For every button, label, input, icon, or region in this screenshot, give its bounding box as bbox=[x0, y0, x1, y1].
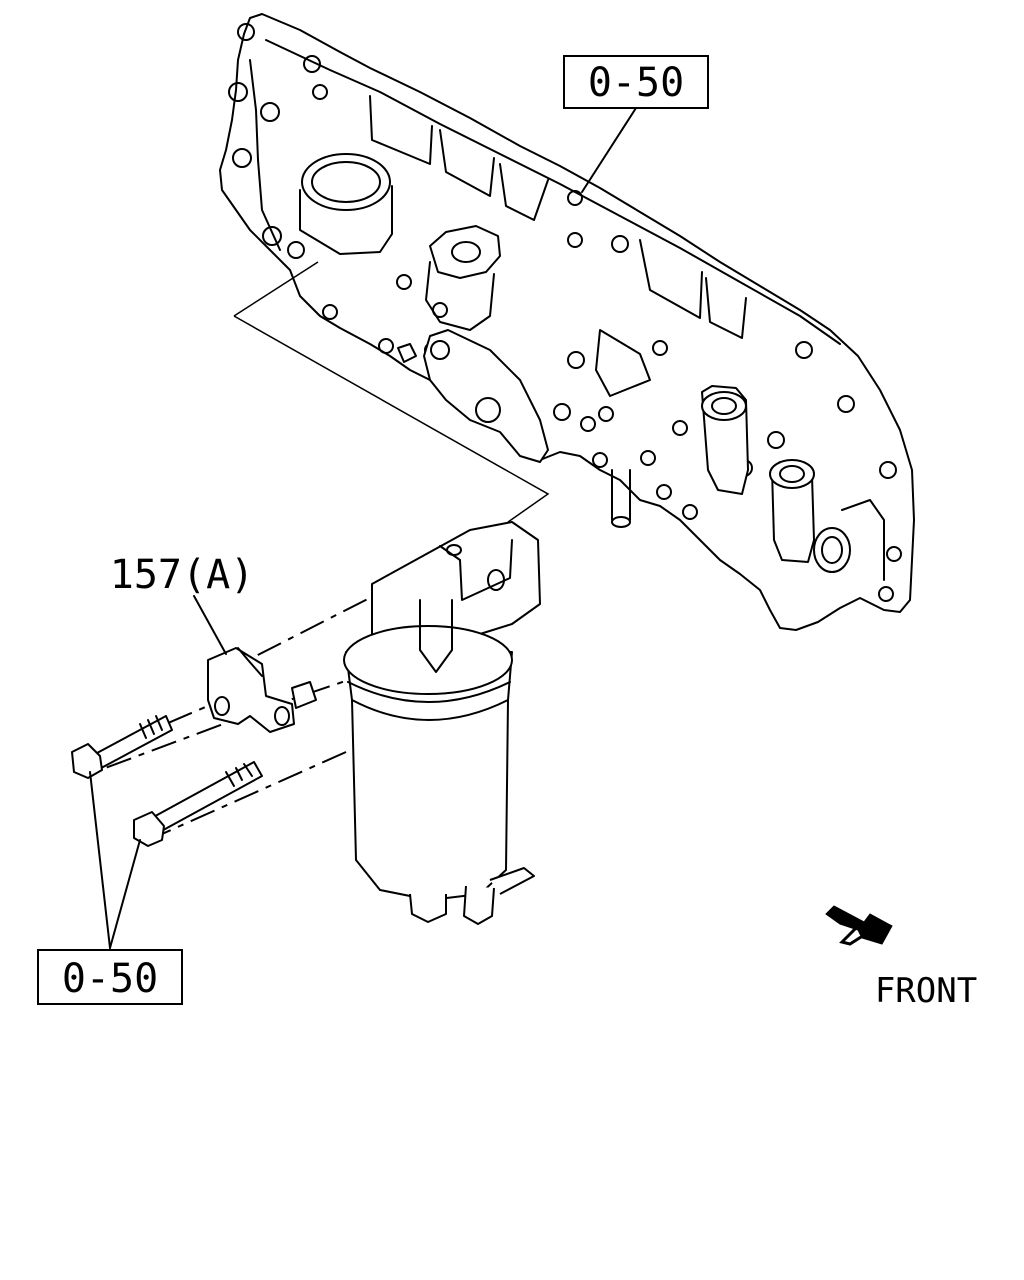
bolt-upper bbox=[71, 715, 173, 779]
top-callout-label: 0-50 bbox=[588, 60, 684, 106]
bracket-callout-label: 157(A) bbox=[110, 552, 255, 598]
bracket-157a: 157(A) bbox=[110, 552, 317, 733]
engine-block bbox=[219, 13, 915, 631]
top-callout: 0-50 bbox=[563, 55, 709, 193]
front-arrow-icon bbox=[825, 905, 893, 945]
front-indicator: FRONT bbox=[825, 905, 977, 1011]
bottom-callout-label: 0-50 bbox=[62, 956, 158, 1002]
bottom-callout-box bbox=[37, 949, 183, 1005]
bolts bbox=[71, 715, 263, 847]
bottom-callout: 0-50 bbox=[37, 771, 183, 1005]
fuel-filter bbox=[343, 521, 541, 925]
front-label: FRONT bbox=[875, 971, 977, 1011]
top-callout-box bbox=[563, 55, 709, 109]
bolt-lower bbox=[133, 761, 263, 847]
